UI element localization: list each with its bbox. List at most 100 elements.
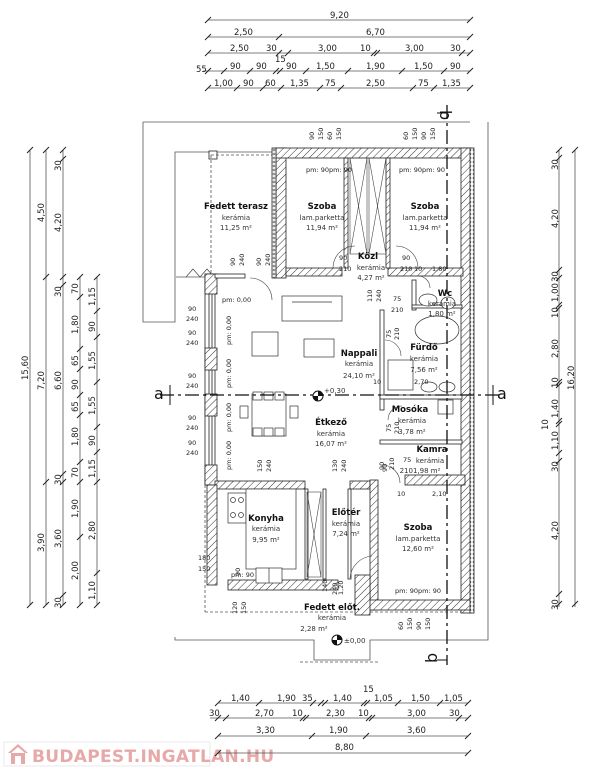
stove: [227, 492, 247, 524]
dim-label: 30: [54, 474, 64, 485]
room-name: Étkező: [315, 416, 347, 428]
level-label: ±0,00: [344, 637, 365, 645]
dim-label: 2,50: [230, 44, 249, 54]
opening-height: 150: [317, 128, 325, 140]
walls: [204, 147, 475, 616]
opening-width: 110: [366, 290, 374, 302]
opening-height: 210: [339, 265, 351, 273]
dim-label: 60: [265, 79, 276, 89]
room-mosoka: Mosóka kerámia 3,78 m²: [392, 404, 429, 436]
parapet-note: pm: 90: [231, 571, 254, 579]
room-name: Előtér: [332, 507, 361, 518]
shower: [387, 359, 414, 391]
dim-label: 1,05: [444, 694, 463, 704]
dim-label: 2,70: [414, 378, 428, 386]
level-marker-living: +0,30: [312, 387, 345, 402]
parapet-note: pm: 0,00: [225, 359, 233, 388]
dim-right-total: 16,20: [567, 366, 577, 390]
dim-label: 1,05: [374, 694, 393, 704]
dim-label: 1,80: [432, 265, 446, 273]
opening-height: 210: [388, 458, 396, 470]
parapet-note: pm: 0,00: [225, 316, 233, 345]
dim-label: 1,80: [71, 315, 81, 334]
room-nappali: Nappali kerámia 24,10 m²: [341, 349, 378, 380]
dim-left-total: 15,60: [21, 356, 31, 380]
room-name: Wc: [438, 289, 452, 299]
room-wc: Wc kerámia 1,80 m²: [428, 289, 456, 318]
opening-height: 240: [186, 424, 198, 432]
dim-bottom-total: 8,80: [335, 743, 354, 753]
dim-label: 65: [71, 355, 81, 366]
left-dimensions: [26, 146, 101, 609]
dim-label: 1,40: [551, 399, 561, 418]
opening-width: 60: [402, 132, 410, 140]
dim-label: 30: [551, 461, 561, 472]
dim-label: 70: [71, 467, 81, 478]
dim-label: 2,00: [71, 561, 81, 580]
opening-height: 240: [186, 382, 198, 390]
dim-label: 90: [256, 62, 267, 72]
dim-label: 2,80: [88, 521, 98, 540]
dim-label: 15: [275, 55, 286, 65]
house-logo-icon: [8, 744, 28, 764]
opening-width: 75: [385, 424, 393, 432]
dim-label: 1,35: [290, 79, 309, 89]
section-mark-a-right: a: [497, 384, 507, 403]
section-mark-a-left: a: [154, 384, 164, 403]
opening-notes: pm: 90 pm: 90 pm: 90 pm: 90 pm: 90 pm: 9…: [186, 128, 446, 630]
dim-label: 30: [551, 271, 561, 282]
watermark: BUDAPEST.INGATLAN.HU: [3, 741, 274, 767]
dim-label: 6,70: [366, 28, 385, 38]
dim-label: 30: [209, 709, 220, 719]
opening-width: 120: [231, 602, 239, 614]
dim-label: 3,60: [407, 726, 426, 736]
dim-label: 10: [358, 709, 369, 719]
opening-width: 75: [385, 330, 393, 338]
room-area: 3,78 m²: [398, 428, 426, 436]
opening-width: 140: [321, 580, 329, 592]
dim-label: 3,90: [37, 533, 47, 552]
parapet-note: pm: 90: [306, 166, 329, 174]
dim-label: 7,20: [37, 371, 47, 390]
dim-label: 30: [450, 44, 461, 54]
dim-label: 10: [292, 709, 303, 719]
opening-height: 150: [240, 602, 248, 614]
room-floor: lam.parketta: [300, 214, 345, 222]
dim-label: 1,90: [366, 62, 385, 72]
room-area: 24,10 m²: [343, 372, 375, 380]
room-fedett-terasz: Fedett terasz kerámia 11,25 m²: [204, 202, 268, 232]
section-line-b: b b: [422, 105, 455, 665]
right-dimension-labels: 30 4,20 30 1,00 10 2,80 10 1,40 10 1,10 …: [541, 159, 577, 610]
dim-label: 90: [71, 379, 81, 390]
dim-label: 2,50: [234, 28, 253, 38]
dim-label: 30: [54, 160, 64, 171]
room-name: Közl: [358, 252, 378, 262]
opening-width: 130: [331, 460, 339, 472]
parapet-note: pm: 90: [395, 587, 418, 595]
opening-height: 240: [186, 449, 198, 457]
dim-label: 2,30: [326, 709, 345, 719]
dim-label: 30: [54, 286, 64, 297]
room-kozl: Közl kerámia 4,27 m²: [357, 252, 385, 282]
room-name: Fedett terasz: [204, 202, 268, 212]
section-line-a: a a: [154, 384, 507, 405]
room-floor: kerámia: [318, 614, 346, 622]
wardrobes: [306, 157, 387, 578]
room-eloter: Előtér kerámia 7,24 m²: [332, 507, 361, 538]
opening-width: 90: [229, 258, 237, 266]
dim-top-total: 9,20: [330, 11, 349, 21]
sofa: [281, 295, 343, 322]
dim-label: 75: [325, 79, 336, 89]
opening-width: 180: [198, 554, 210, 562]
dim-label: 10: [360, 44, 371, 54]
armchair: [251, 331, 279, 357]
opening-width: 90: [188, 372, 196, 380]
room-area: 11,94 m²: [409, 224, 441, 232]
room-name: Mosóka: [392, 404, 429, 415]
opening-width: 90: [308, 132, 316, 140]
opening-width: 90: [402, 254, 410, 262]
opening-height: 240: [331, 583, 339, 595]
opening-height: 240: [264, 254, 272, 266]
bottom-dimension-labels: 1,40 1,90 35 1,40 15 1,05 1,50 1,05 30 2…: [209, 685, 463, 753]
opening-height: 210: [393, 328, 401, 340]
